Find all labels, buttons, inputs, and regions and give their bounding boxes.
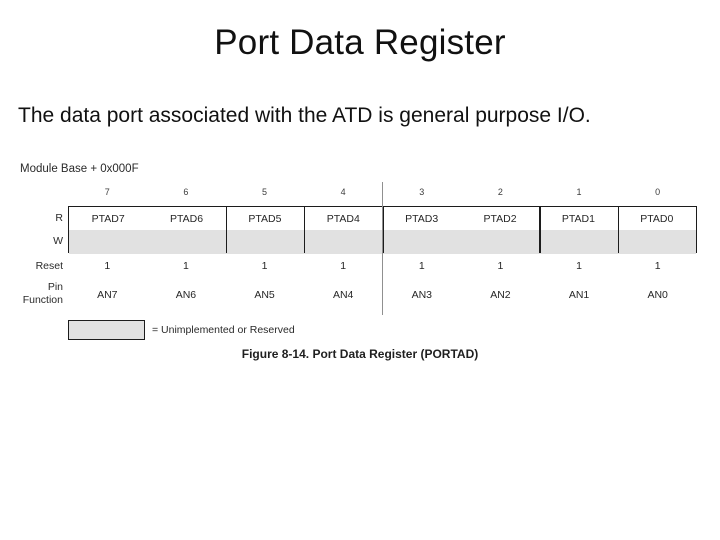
- body-text: The data port associated with the ATD is…: [18, 104, 591, 127]
- legend-text: = Unimplemented or Reserved: [152, 324, 295, 336]
- reset-value: 1: [576, 260, 582, 272]
- reset-value: 1: [104, 260, 111, 272]
- pin-function-value: AN0: [647, 289, 668, 301]
- reset-value: 1: [340, 260, 347, 272]
- pin-function-value: AN5: [254, 289, 275, 301]
- module-base-label: Module Base + 0x000F: [20, 163, 139, 175]
- register-bit-cell: PTAD5: [248, 212, 282, 225]
- center-divider-line: [382, 182, 383, 315]
- column-separator: [382, 207, 384, 253]
- bit-number: 0: [655, 187, 661, 197]
- row-label-read: R: [55, 212, 63, 224]
- reset-value: 1: [654, 260, 661, 272]
- column-separator: [304, 207, 306, 253]
- legend-unimplemented-swatch: [68, 320, 145, 340]
- register-bit-cell: PTAD1: [561, 212, 595, 225]
- pin-function-value: AN2: [490, 289, 511, 301]
- reset-value: 1: [497, 260, 504, 272]
- pin-function-value: AN7: [97, 289, 118, 301]
- bit-number: 1: [576, 187, 582, 197]
- read-row: PTAD7 PTAD6 PTAD5 PTAD4 PTAD3 PTAD2 PTAD…: [69, 207, 696, 230]
- bit-number: 7: [104, 187, 110, 197]
- pin-function-value: AN4: [332, 289, 354, 301]
- reset-value: 1: [418, 260, 425, 272]
- reset-value: 1: [261, 260, 268, 272]
- pin-function-value: AN6: [175, 289, 197, 301]
- row-label-pin-function: Pin Function: [22, 281, 63, 306]
- column-separator: [617, 207, 619, 253]
- bit-number: 2: [497, 187, 503, 197]
- register-bit-cell: PTAD3: [405, 212, 439, 225]
- register-bit-cell: PTAD2: [483, 212, 517, 225]
- column-separator: [225, 207, 228, 253]
- bit-number: 3: [419, 187, 425, 197]
- register-bit-cell: PTAD0: [640, 212, 674, 225]
- bit-number: 6: [183, 187, 189, 197]
- pin-function-value: AN1: [568, 289, 590, 301]
- register-bit-cell: PTAD7: [91, 212, 125, 225]
- column-separator: [539, 207, 541, 253]
- reset-value: 1: [183, 260, 189, 272]
- row-label-write: W: [53, 235, 63, 247]
- register-bit-cell: PTAD4: [326, 212, 360, 225]
- bit-number: 5: [262, 187, 268, 197]
- figure-caption: Figure 8-14. Port Data Register (PORTAD): [241, 347, 479, 361]
- bit-numbers-row: 7 6 5 4 3 2 1 0: [68, 187, 697, 197]
- register-diagram-figure: Module Base + 0x000F 7 6 5 4 3 2 1 0 R W…: [0, 155, 720, 370]
- page-title: Port Data Register: [214, 23, 506, 62]
- pin-function-value: AN3: [411, 289, 433, 301]
- row-label-reset: Reset: [35, 260, 63, 272]
- register-bit-cell: PTAD6: [170, 212, 204, 225]
- pin-function-row: AN7 AN6 AN5 AN4 AN3 AN2 AN1 AN0: [68, 289, 697, 301]
- bit-number: 4: [340, 187, 346, 197]
- reset-values-row: 1 1 1 1 1 1 1 1: [68, 260, 697, 272]
